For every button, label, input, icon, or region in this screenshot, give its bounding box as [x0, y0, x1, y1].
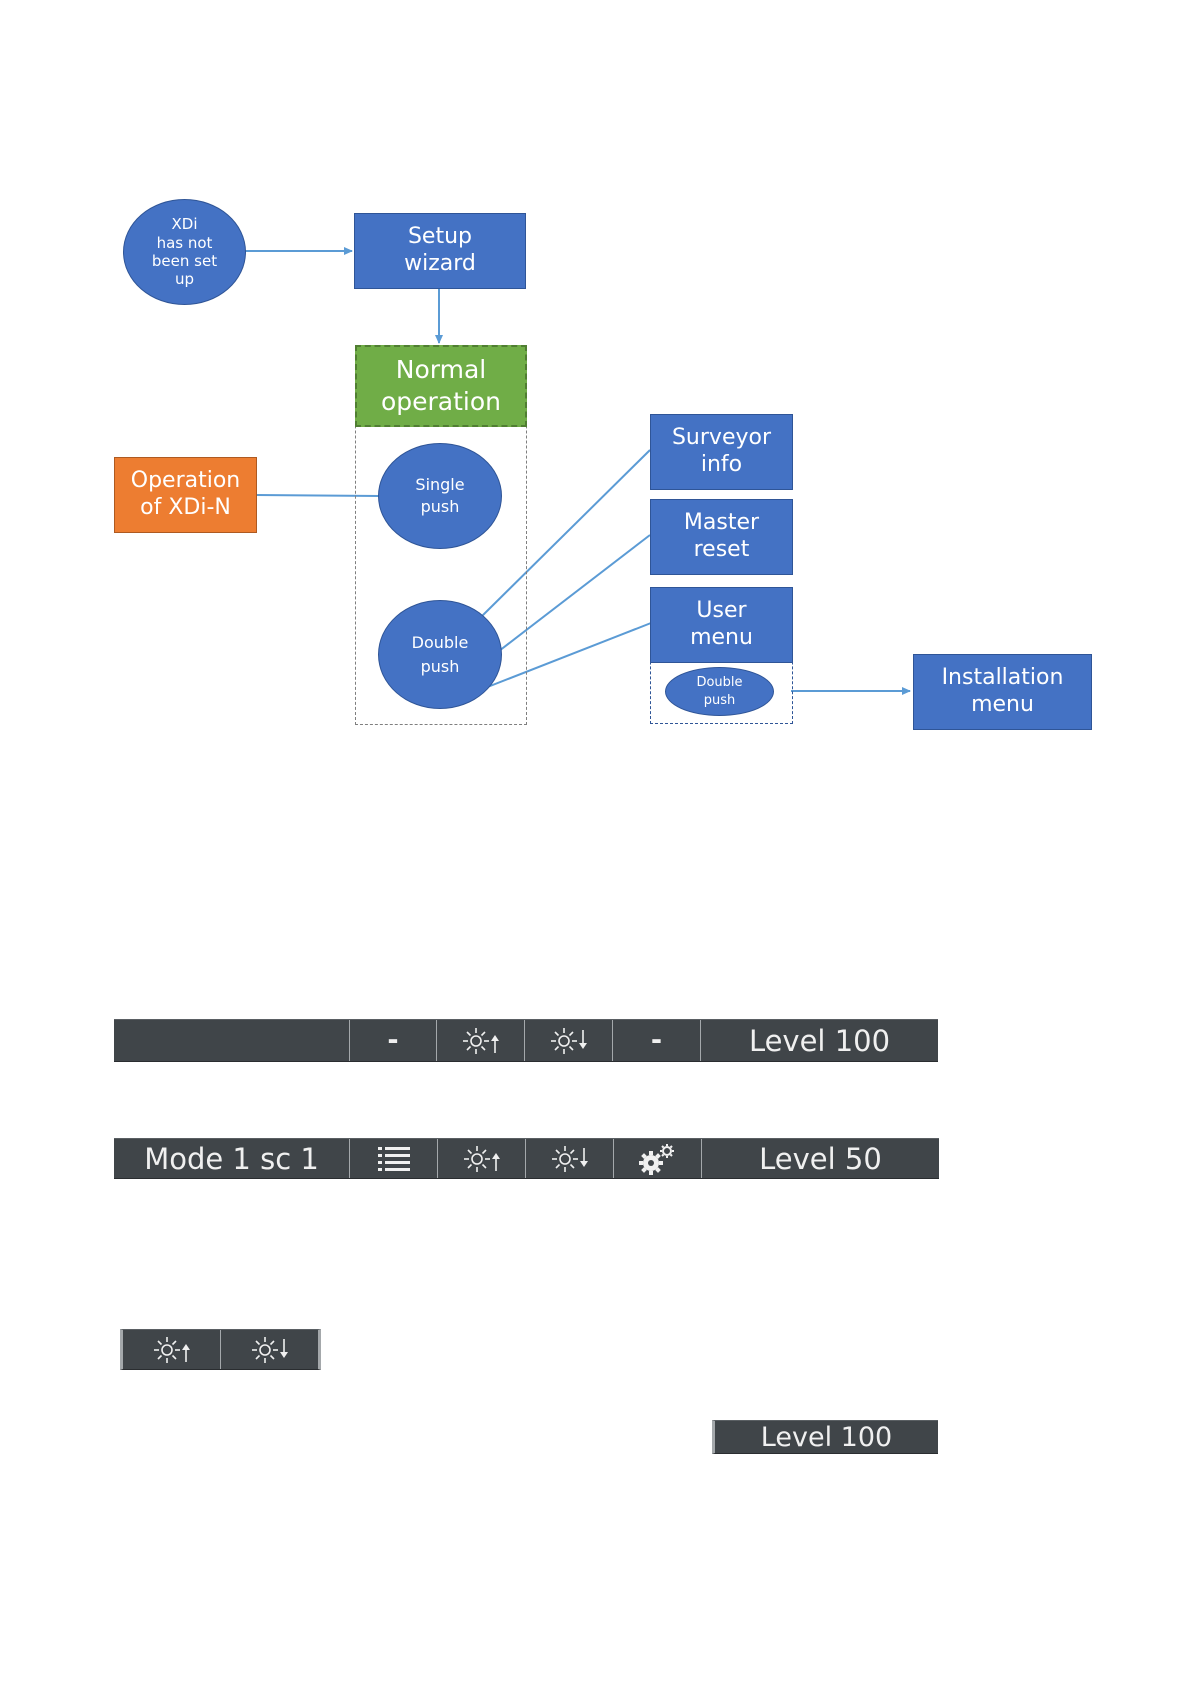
normal-operation-label: Normal operation	[357, 347, 525, 425]
double-push-node: Double push	[378, 600, 502, 709]
bar2-brightness-up-button[interactable]	[438, 1139, 526, 1178]
user-menu-label: User menu	[651, 588, 792, 662]
setup-wizard-label: Setup wizard	[355, 214, 525, 288]
fragment-brightness-down-button[interactable]	[221, 1330, 318, 1369]
gear-icon	[639, 1143, 677, 1175]
bar2-settings-button[interactable]	[614, 1139, 702, 1178]
surveyor-info-node: Surveyor info	[650, 414, 793, 490]
not-set-up-label: XDi has not been set up	[124, 200, 245, 304]
brightness-down-icon	[250, 1335, 290, 1365]
brightness-up-icon	[152, 1335, 192, 1365]
user-menu-node: User menu	[650, 587, 793, 663]
level-indicator-label: Level 100	[715, 1421, 938, 1453]
level-indicator-bar: Level 100	[712, 1420, 938, 1454]
bar1-level-cell: Level 100	[701, 1020, 938, 1061]
bar2-level-cell: Level 50	[702, 1139, 939, 1178]
status-bar-normal: - - Level 100	[114, 1019, 938, 1062]
bar2-mode-cell: Mode 1 sc 1	[114, 1139, 350, 1178]
user-menu-double-push-node: Double push	[665, 667, 774, 716]
bar2-brightness-down-button[interactable]	[526, 1139, 614, 1178]
user-menu-double-push-label: Double push	[666, 668, 773, 715]
operation-xdi-n-node: Operation of XDi-N	[114, 457, 257, 533]
master-reset-node: Master reset	[650, 499, 793, 575]
bar1-dash-button[interactable]: -	[350, 1020, 437, 1061]
single-push-node: Single push	[378, 443, 502, 549]
status-bar-mode: Mode 1 sc 1	[114, 1138, 939, 1179]
operation-xdi-n-label: Operation of XDi-N	[115, 458, 256, 532]
brightness-up-icon	[462, 1144, 502, 1174]
single-push-label: Single push	[379, 444, 501, 548]
installation-menu-label: Installation menu	[914, 655, 1091, 729]
brightness-down-icon	[550, 1144, 590, 1174]
bar2-menu-button[interactable]	[350, 1139, 438, 1178]
bar1-brightness-down-button[interactable]	[525, 1020, 613, 1061]
bar1-dash-button-2[interactable]: -	[613, 1020, 701, 1061]
normal-operation-node: Normal operation	[355, 345, 527, 427]
connector-layer	[0, 0, 1191, 760]
double-push-label: Double push	[379, 601, 501, 708]
bar1-brightness-up-button[interactable]	[437, 1020, 525, 1061]
not-set-up-node: XDi has not been set up	[123, 199, 246, 305]
list-icon	[377, 1145, 411, 1173]
surveyor-info-label: Surveyor info	[651, 415, 792, 489]
brightness-down-icon	[549, 1026, 589, 1056]
setup-wizard-node: Setup wizard	[354, 213, 526, 289]
fragment-brightness-up-button[interactable]	[123, 1330, 221, 1369]
bar1-title-cell	[114, 1020, 350, 1061]
installation-menu-node: Installation menu	[913, 654, 1092, 730]
brightness-buttons-bar	[120, 1329, 321, 1370]
brightness-up-icon	[461, 1026, 501, 1056]
master-reset-label: Master reset	[651, 500, 792, 574]
